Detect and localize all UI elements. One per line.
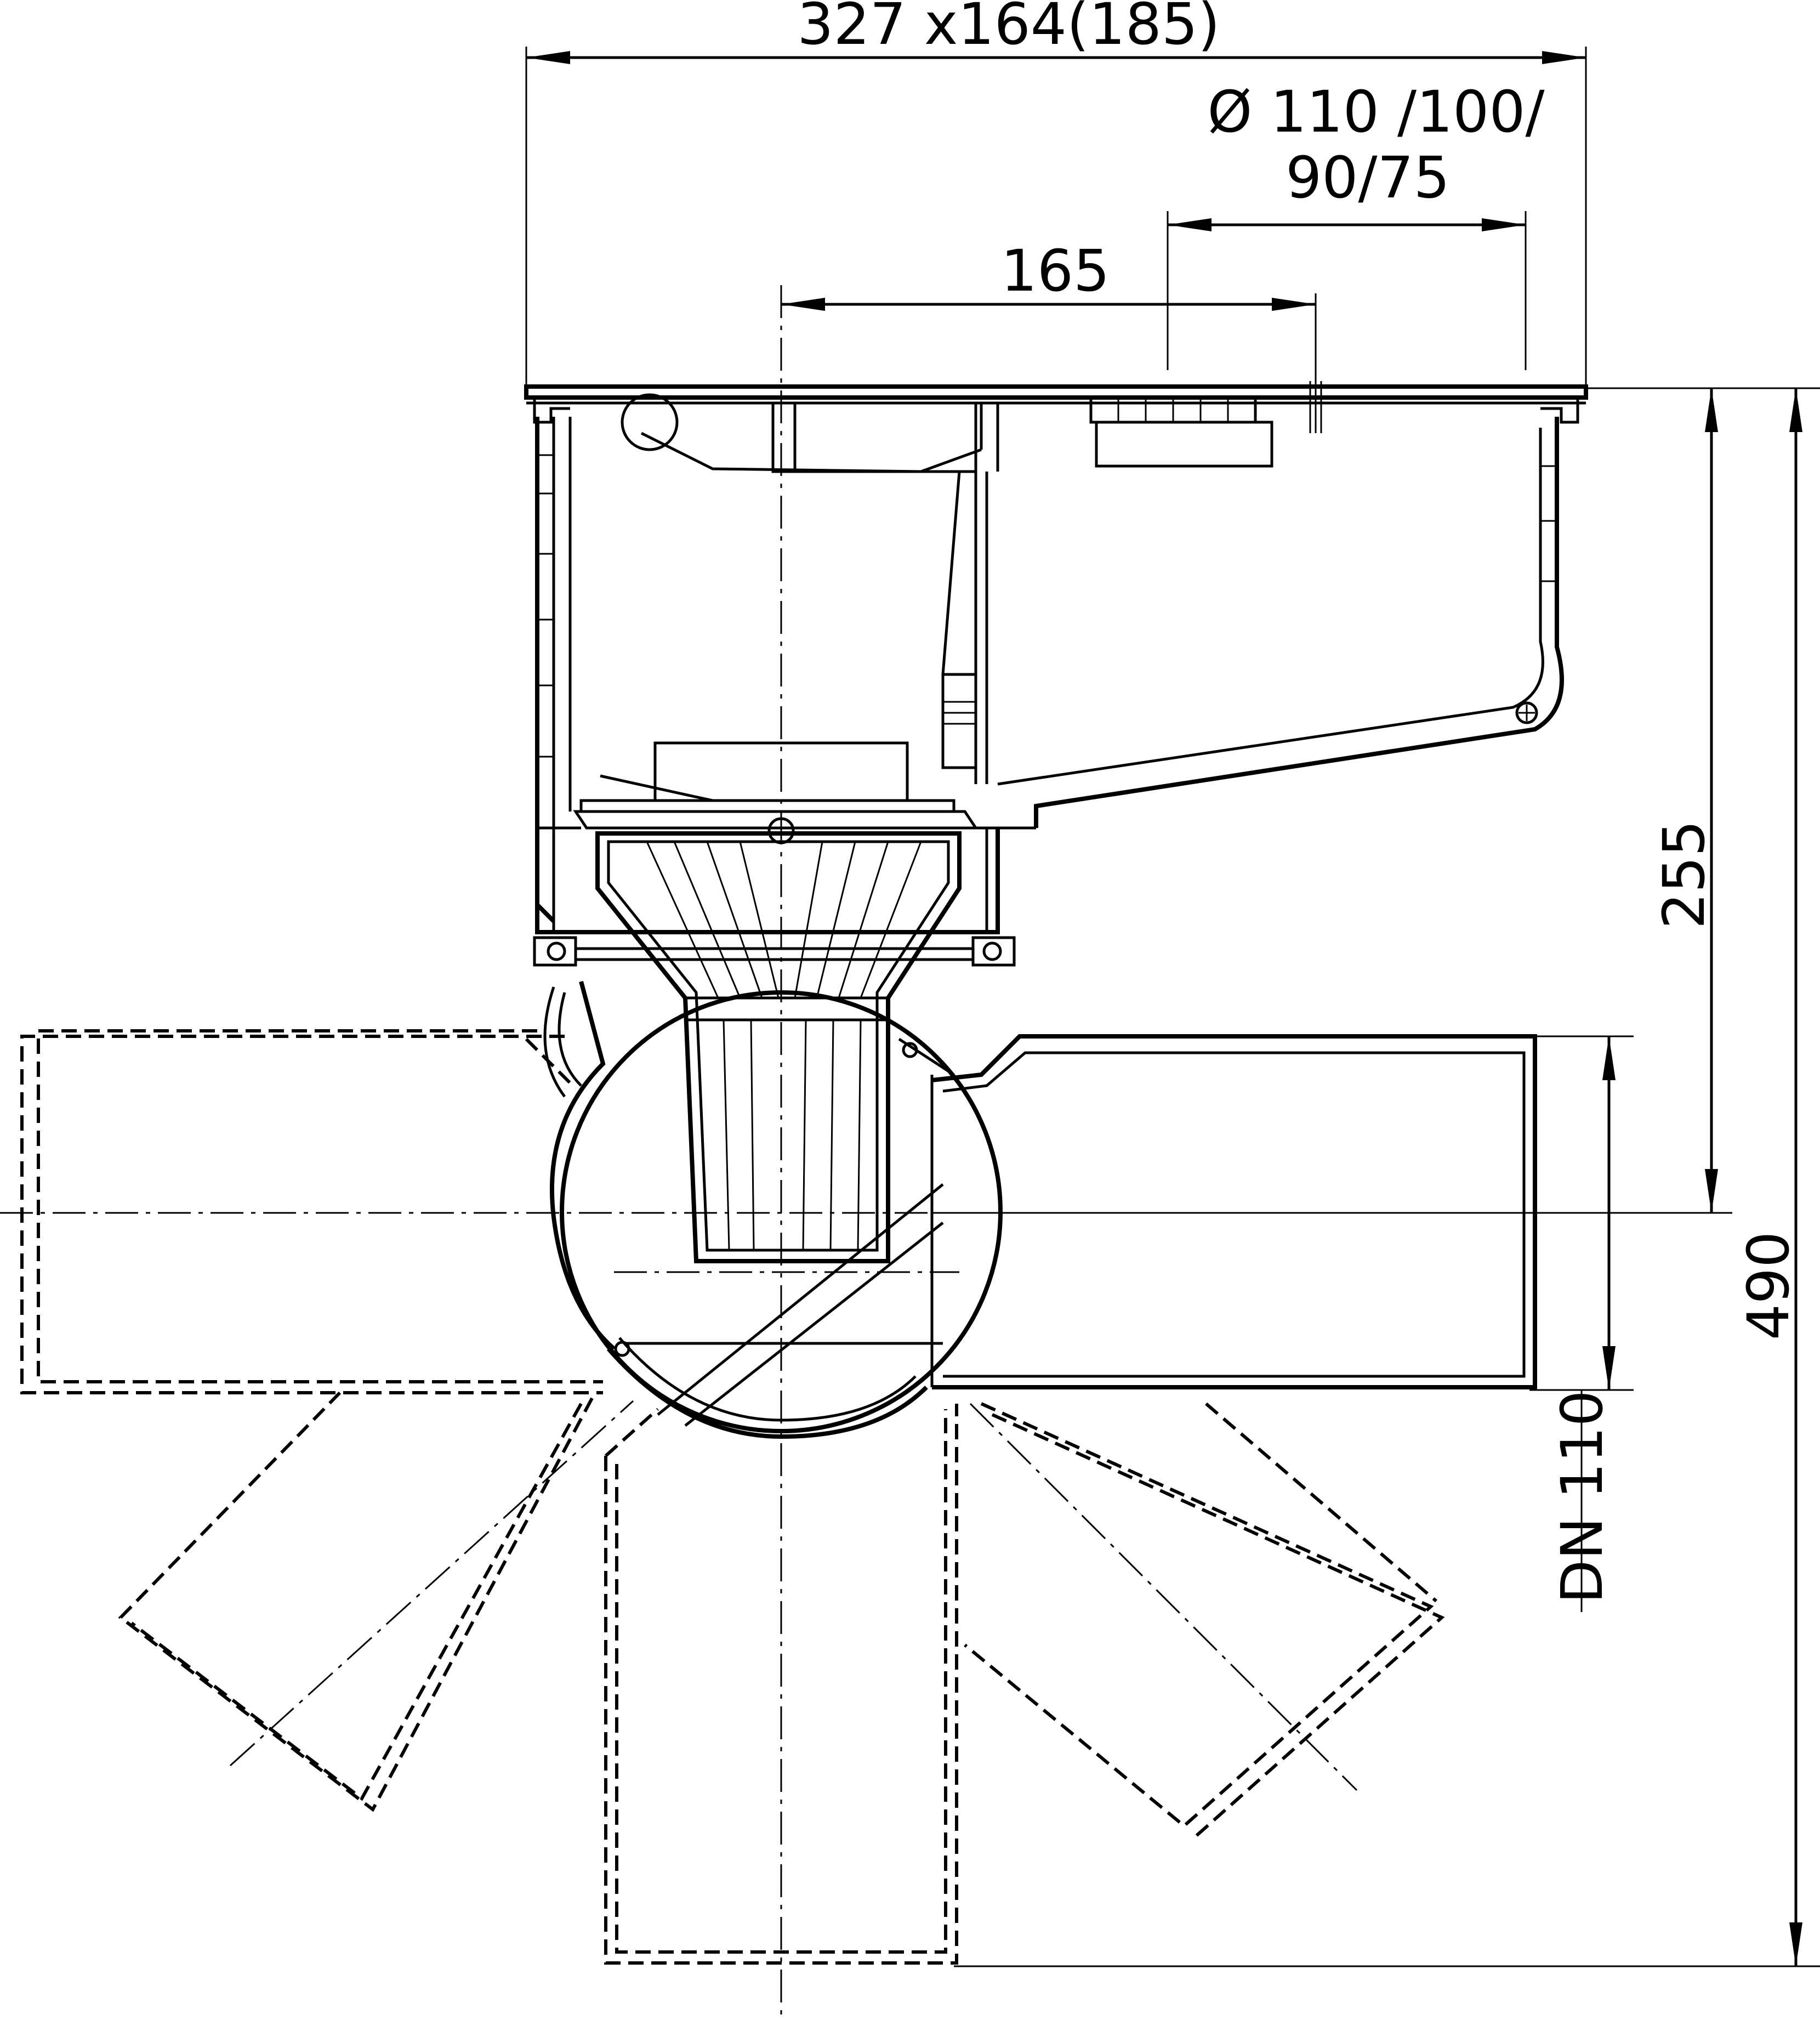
total-height-label: 490 [1735,1232,1802,1341]
elbow-ball-joint [543,980,1000,1439]
dimension-overall-width: 327 x164(185) [525,0,1587,389]
height-to-outlet-label: 255 [1651,820,1717,929]
outlet-diameter-label-2: 90/75 [1286,144,1450,211]
drain-body [533,417,1564,967]
outlet-nominal-label: DN 110 [1549,1390,1616,1603]
dimension-offset: 165 [781,237,1317,433]
center-lines [0,285,1732,2020]
offset-label: 165 [1001,237,1110,304]
dimension-outlet-nominal: DN 110 [1529,1035,1634,1612]
dimension-outlet-diameter: Ø 110 /100/ 90/75 [1167,78,1545,370]
outlet-pipe-right [930,1034,1537,1389]
alternative-outlet-bottom [604,1404,958,1965]
overall-width-label: 327 x164(185) [797,0,1220,58]
alternative-outlet-left [20,1029,603,1394]
odor-trap-funnel [595,817,962,1263]
dimension-total-height: 490 [954,388,1820,1967]
alternative-outlet-diagonal-right [964,1402,1445,1839]
outlet-diameter-label-1: Ø 110 /100/ [1207,78,1545,145]
alternative-outlet-diagonal-left [118,1391,594,1812]
top-flange [524,381,1588,473]
